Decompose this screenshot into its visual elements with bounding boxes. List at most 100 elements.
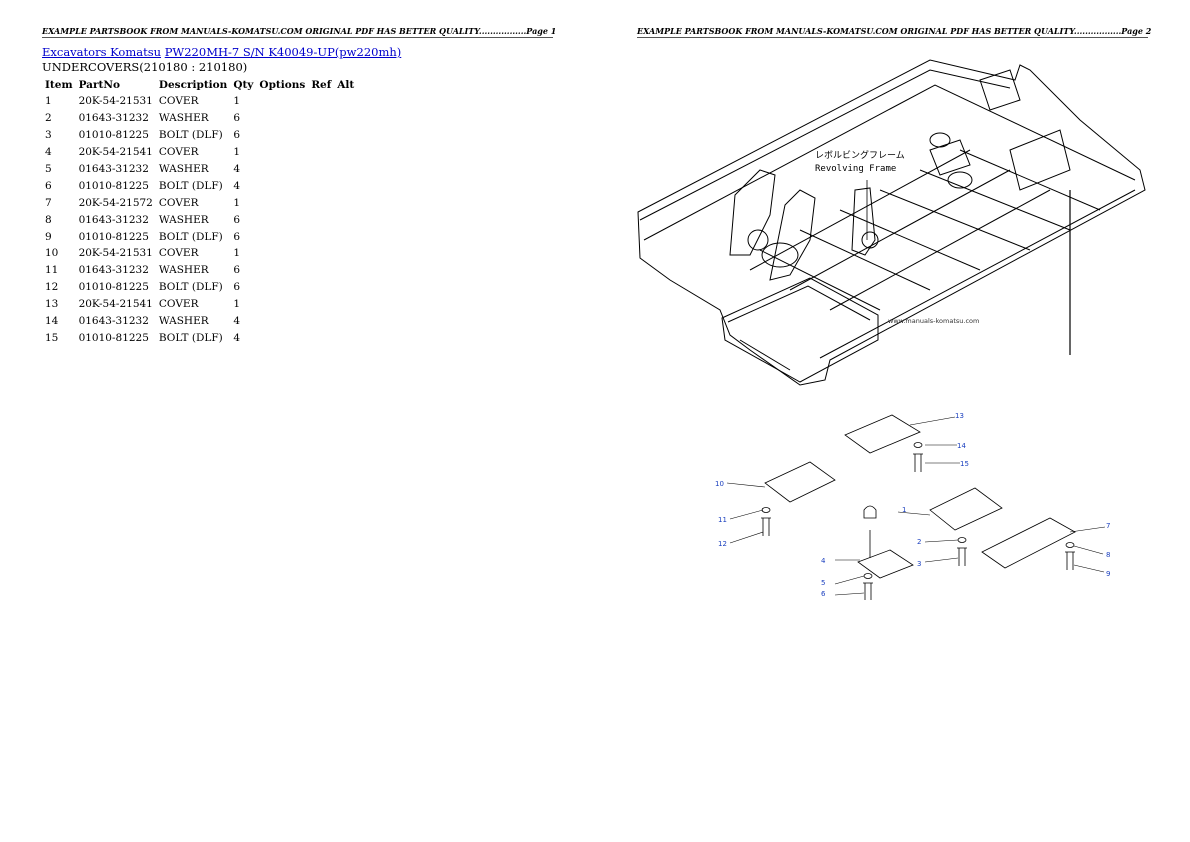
callout-10: 10 [715, 480, 724, 488]
options-cell [256, 262, 308, 279]
cover-parts-drawing [761, 414, 1076, 600]
partno-cell: 01010-81225 [78, 230, 149, 243]
callout-labels: 1 2 3 4 5 6 7 8 9 10 11 12 13 14 15 [715, 412, 1110, 598]
item-cell: 5 [45, 163, 52, 175]
options-cell [256, 161, 308, 178]
ref-cell [308, 228, 334, 245]
ref-cell [308, 296, 334, 313]
col-header-options: Options [259, 79, 306, 91]
description-cell: WASHER [158, 315, 209, 328]
watermark: www.manuals-komatsu.com [888, 317, 979, 325]
item-cell: 3 [45, 129, 52, 142]
ref-cell [308, 245, 334, 262]
ref-cell [308, 329, 334, 346]
alt-cell [334, 127, 357, 144]
ref-cell [308, 211, 334, 228]
qty-cell: 1 [233, 146, 240, 159]
qty-cell: 4 [233, 179, 240, 192]
partno-cell: 01643-31232 [78, 163, 149, 175]
alt-cell [334, 110, 357, 127]
callout-leaders [726, 416, 1106, 596]
item-cell: 2 [45, 112, 52, 125]
ref-cell [308, 262, 334, 279]
alt-cell [334, 194, 357, 211]
qty-cell: 6 [233, 213, 240, 226]
callout-1: 1 [902, 506, 906, 514]
breadcrumb-model-link[interactable]: PW220MH-7 S/N K40049-UP(pw220mh) [164, 45, 402, 59]
parts-table: Item PartNo Description Qty Options Ref … [42, 77, 357, 346]
options-cell [256, 245, 308, 262]
callout-9: 9 [1106, 570, 1110, 578]
callout-15: 15 [960, 460, 969, 468]
options-cell [256, 93, 308, 110]
page-header-1: EXAMPLE PARTSBOOK FROM MANUALS-KOMATSU.C… [42, 26, 557, 38]
ref-cell [308, 279, 334, 296]
item-cell: 9 [45, 230, 52, 243]
description-cell: WASHER [158, 264, 209, 277]
qty-cell: 1 [233, 298, 240, 311]
col-header-qty: Qty [233, 79, 254, 91]
partno-cell: 20K-54-21541 [78, 298, 153, 311]
options-cell [256, 313, 308, 330]
section-title: UNDERCOVERS(210180 : 210180) [42, 60, 248, 74]
partno-cell: 20K-54-21572 [78, 196, 153, 209]
item-cell: 12 [45, 281, 59, 294]
options-cell [256, 296, 308, 313]
ref-cell [308, 194, 334, 211]
partno-cell: 01010-81225 [78, 331, 149, 344]
alt-cell [334, 245, 357, 262]
options-cell [256, 279, 308, 296]
qty-cell: 1 [233, 196, 240, 209]
callout-6: 6 [821, 590, 826, 598]
table-row: 8 01643-31232 WASHER 6 [42, 211, 357, 228]
ref-cell [308, 177, 334, 194]
description-cell: WASHER [158, 213, 209, 226]
options-cell [256, 228, 308, 245]
frame-label-jp: レボルビングフレーム [815, 149, 905, 161]
alt-cell [334, 144, 357, 161]
qty-cell: 4 [233, 331, 240, 344]
description-cell: COVER [158, 247, 199, 260]
qty-cell: 6 [233, 230, 240, 243]
parts-diagram: レボルビングフレーム Revolving Frame www.manuals-k… [637, 59, 1146, 600]
item-cell: 8 [45, 213, 52, 226]
breadcrumb: Excavators Komatsu PW220MH-7 S/N K40049-… [42, 45, 401, 59]
alt-cell [334, 329, 357, 346]
partno-cell: 20K-54-21531 [78, 95, 153, 108]
callout-5: 5 [821, 579, 825, 587]
alt-cell [334, 177, 357, 194]
ref-cell [308, 110, 334, 127]
qty-cell: 6 [233, 264, 240, 277]
options-cell [256, 110, 308, 127]
revolving-frame-drawing [637, 59, 1146, 386]
breadcrumb-category-link[interactable]: Excavators Komatsu [42, 45, 162, 59]
frame-label-en: Revolving Frame [815, 164, 896, 174]
description-cell: WASHER [158, 112, 209, 125]
ref-cell [308, 93, 334, 110]
description-cell: BOLT (DLF) [158, 281, 223, 294]
item-cell: 13 [45, 298, 59, 311]
col-header-alt: Alt [337, 79, 355, 91]
partno-cell: 01010-81225 [78, 129, 149, 142]
col-header-ref: Ref [311, 79, 332, 91]
options-cell [256, 211, 308, 228]
ref-cell [308, 161, 334, 178]
partno-cell: 01643-31232 [78, 213, 149, 226]
item-cell: 1 [45, 95, 52, 108]
partno-cell: 01643-31232 [78, 264, 149, 277]
description-cell: COVER [158, 95, 199, 108]
options-cell [256, 329, 308, 346]
qty-cell: 4 [233, 315, 240, 328]
item-cell: 15 [45, 331, 59, 344]
partno-cell: 01010-81225 [78, 179, 149, 192]
callout-7: 7 [1106, 522, 1110, 530]
